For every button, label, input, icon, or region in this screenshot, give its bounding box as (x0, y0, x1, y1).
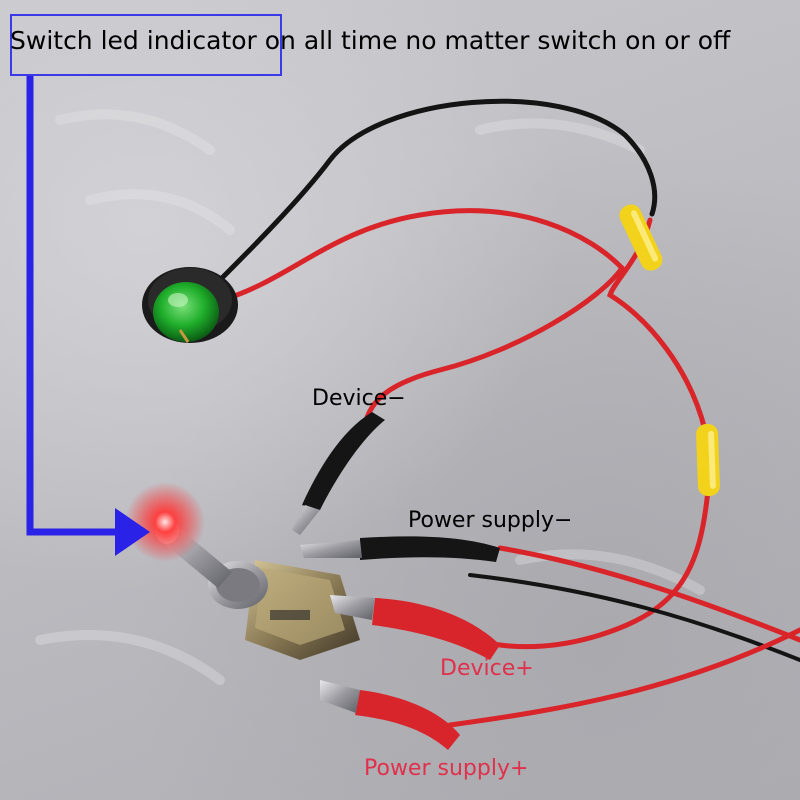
lower-red-wire (447, 627, 800, 728)
remaining-text: on all time no matter switch on or off (256, 26, 731, 55)
led-glow (125, 482, 205, 562)
yellow-connector-top (619, 204, 663, 271)
yellow-connector-bottom (696, 423, 720, 497)
highlighted-text: Switch led indicator (10, 26, 257, 55)
label-power-supply-plus: Power supply+ (364, 756, 529, 781)
clip-power-minus (300, 536, 500, 562)
black-wire-top (209, 98, 658, 291)
red-wire-indicator (219, 208, 625, 303)
arrow-right-icon (26, 76, 150, 556)
label-power-supply-minus: Power supply− (408, 508, 573, 533)
highlight-box (10, 14, 282, 76)
label-device-plus: Device+ (440, 656, 534, 681)
red-wire-right (607, 217, 708, 433)
label-device-minus: Device− (312, 386, 406, 411)
annotation-title: Switch led indicator on all time no matt… (10, 28, 730, 53)
clip-device-minus (292, 412, 385, 535)
green-indicator (142, 267, 238, 343)
clip-power-plus (320, 680, 460, 750)
power-red-wire (497, 545, 800, 643)
clip-device-plus (330, 595, 500, 660)
red-wire-loop (362, 265, 625, 428)
power-black-wire (468, 573, 800, 662)
